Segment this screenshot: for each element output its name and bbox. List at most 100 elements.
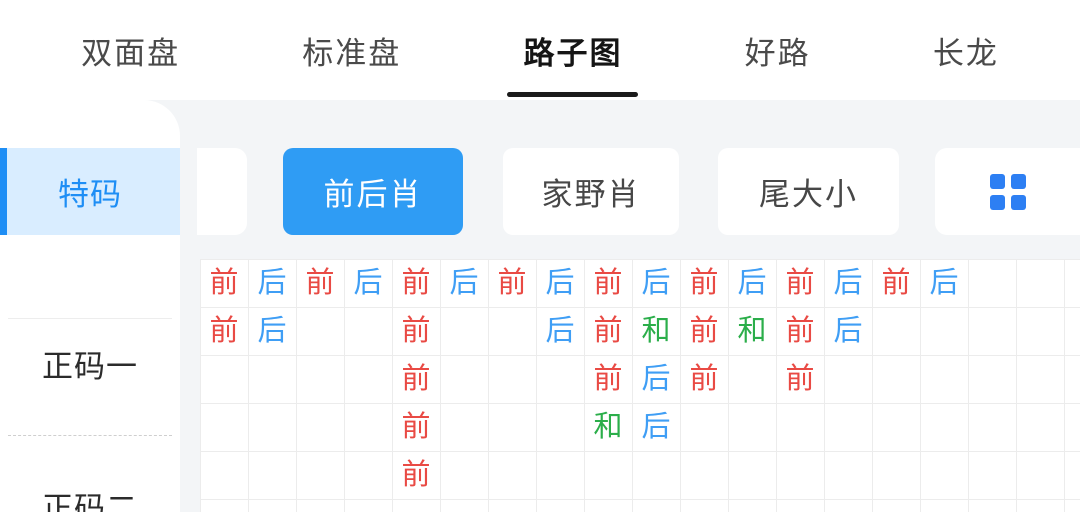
roadmap-cell: 后 [641, 363, 671, 395]
roadmap-cell [488, 403, 536, 451]
roadmap-cell [920, 355, 968, 403]
roadmap-cell: 后 [929, 267, 959, 299]
roadmap-cell [680, 403, 728, 451]
top-nav: 双面盘 标准盘 路子图 好路 长龙 [0, 0, 1080, 100]
roadmap-cell [248, 451, 296, 499]
roadmap-cell: 前 [785, 315, 815, 347]
roadmap-cell: 后 [257, 315, 287, 347]
roadmap-cell [776, 403, 824, 451]
roadmap-cell: 前 [305, 267, 335, 299]
roadmap-cell [536, 403, 584, 451]
roadmap-cell [440, 307, 488, 355]
roadmap-cell: 前 [209, 267, 239, 299]
tab-double-sided-board[interactable]: 双面盘 [81, 0, 180, 100]
roadmap-cell: 和 [641, 315, 671, 347]
sidebar-item-zhengma-2[interactable]: 正码二 [0, 462, 180, 512]
roadmap-cell: 和 [593, 411, 623, 443]
roadmap-cell [344, 307, 392, 355]
tab-long-dragon[interactable]: 长龙 [933, 0, 999, 100]
roadmap-cell [632, 451, 680, 499]
roadmap-cell: 前 [881, 267, 911, 299]
roadmap-cell: 后 [833, 315, 863, 347]
content-area: 特码 正码一 正码二 前后肖 家野肖 尾大小 前后前后前后前后前后前后前 [0, 100, 1080, 512]
tab-standard-board[interactable]: 标准盘 [302, 0, 401, 100]
tab-roadmap[interactable]: 路子图 [507, 0, 639, 100]
roadmap-cell [776, 451, 824, 499]
roadmap-cell [248, 355, 296, 403]
roadmap-cell [728, 355, 776, 403]
tab-label: 长龙 [932, 35, 999, 71]
roadmap-cell [536, 355, 584, 403]
roadmap-cell: 前 [593, 315, 623, 347]
roadmap-cell: 后 [545, 267, 575, 299]
roadmap-cell: 后 [353, 267, 383, 299]
roadmap-cell: 前 [689, 267, 719, 299]
roadmap-cell [872, 451, 920, 499]
roadmap-cell [728, 403, 776, 451]
filter-button-partial[interactable] [197, 148, 247, 235]
roadmap-cell: 前 [497, 267, 527, 299]
grid-2x2-icon [989, 173, 1026, 210]
roadmap-cell: 前 [593, 363, 623, 395]
roadmap-cell [200, 451, 248, 499]
roadmap-cell: 后 [449, 267, 479, 299]
sidebar-item-label: 特码 [58, 177, 122, 212]
tab-label: 标准盘 [302, 35, 402, 71]
roadmap-cell [440, 403, 488, 451]
roadmap-cell: 后 [641, 267, 671, 299]
roadmap-cell [824, 355, 872, 403]
roadmap-cell [248, 403, 296, 451]
filter-button-tail-big-small[interactable]: 尾大小 [718, 148, 899, 235]
roadmap-cell: 前 [689, 363, 719, 395]
filter-button-label: 前后肖 [323, 177, 423, 212]
roadmap-cell [440, 451, 488, 499]
roadmap-cell [200, 403, 248, 451]
roadmap-cell: 前 [401, 411, 431, 443]
filter-button-label: 家野肖 [541, 177, 641, 212]
sidebar-divider [8, 318, 172, 319]
roadmap-cell [872, 403, 920, 451]
tab-label: 双面盘 [81, 35, 181, 71]
sidebar-item-label: 正码一 [42, 349, 138, 384]
sidebar-item-label: 正码二 [42, 491, 138, 512]
sidebar-item-zhengma-1[interactable]: 正码一 [0, 320, 180, 407]
roadmap-cell [200, 355, 248, 403]
roadmap-cell: 前 [401, 363, 431, 395]
roadmap-cell [824, 451, 872, 499]
tab-label: 路子图 [523, 35, 623, 71]
roadmap-cell: 前 [401, 459, 431, 491]
roadmap-cell: 前 [209, 315, 239, 347]
roadmap-cell [920, 403, 968, 451]
roadmap-cell [920, 307, 968, 355]
roadmap-cell: 后 [833, 267, 863, 299]
filter-button-home-wild-zodiac[interactable]: 家野肖 [503, 148, 679, 235]
roadmap-grid: 前后前后前后前后前后前后前后前后前后前后前和前和前后前前后前前前和后前 [200, 259, 1080, 512]
roadmap-cell [584, 451, 632, 499]
roadmap-cell: 前 [785, 267, 815, 299]
roadmap-cell: 后 [737, 267, 767, 299]
filter-button-front-back-zodiac[interactable]: 前后肖 [283, 148, 463, 235]
roadmap-cell [344, 403, 392, 451]
roadmap-cell [296, 355, 344, 403]
roadmap-cell [344, 451, 392, 499]
roadmap-cell [296, 307, 344, 355]
filter-button-label: 尾大小 [759, 177, 858, 212]
roadmap-cell [296, 451, 344, 499]
sidebar-divider-dashed [8, 435, 172, 436]
tab-good-roads[interactable]: 好路 [745, 0, 811, 100]
roadmap-cell [536, 451, 584, 499]
roadmap-cell: 后 [257, 267, 287, 299]
roadmap-cell [440, 355, 488, 403]
roadmap-cell: 后 [545, 315, 575, 347]
grid-view-button[interactable] [935, 148, 1080, 235]
roadmap-cell [488, 307, 536, 355]
roadmap-cell [488, 355, 536, 403]
roadmap-cell [680, 451, 728, 499]
roadmap-cell: 前 [401, 315, 431, 347]
sidebar-item-special-code[interactable]: 特码 [0, 148, 180, 235]
roadmap-cell [488, 451, 536, 499]
roadmap-cell: 后 [641, 411, 671, 443]
sidebar: 特码 正码一 正码二 [0, 100, 180, 512]
tab-label: 好路 [744, 35, 811, 71]
